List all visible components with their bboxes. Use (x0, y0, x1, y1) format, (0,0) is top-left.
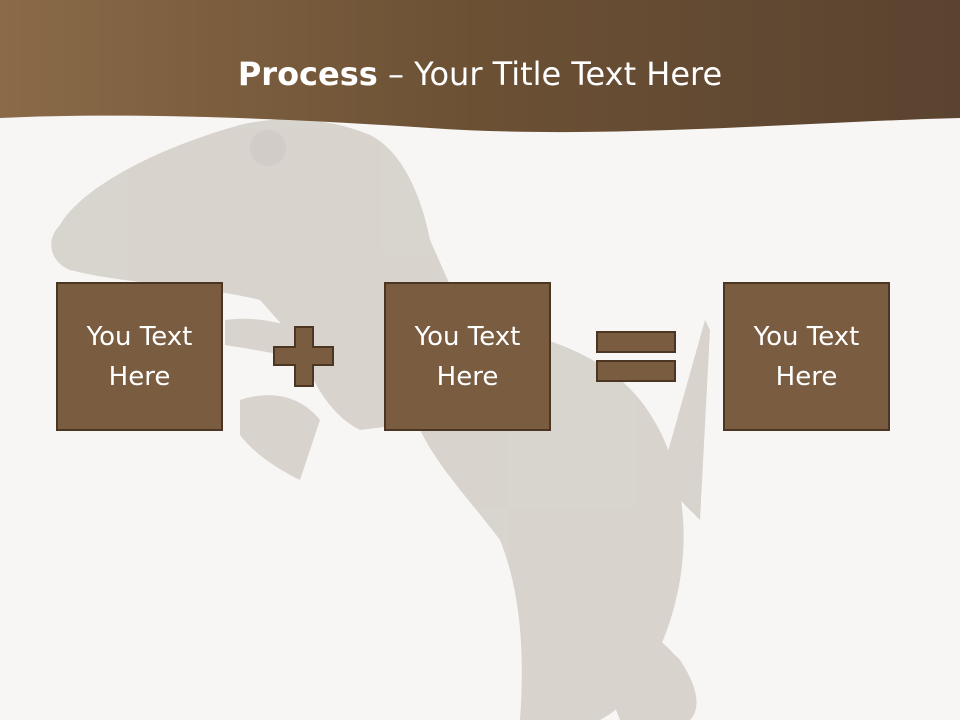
header-band (0, 0, 960, 133)
title-bold: Process (237, 55, 378, 93)
title-rest: – Your Title Text Here (377, 55, 723, 93)
process-box-3-line2: Here (775, 361, 838, 392)
process-box-3-line1: You Text (753, 321, 860, 352)
process-box-1-line2: Here (108, 361, 171, 392)
process-box-2-line1: You Text (414, 321, 521, 352)
process-box-3[interactable]: You Text Here (723, 282, 890, 431)
process-box-1-text: You Text Here (70, 317, 210, 397)
process-box-1-line1: You Text (86, 321, 193, 352)
slide-title: Process – Your Title Text Here (0, 50, 960, 98)
process-box-2-text: You Text Here (398, 317, 538, 397)
process-box-3-text: You Text Here (737, 317, 877, 397)
process-box-1[interactable]: You Text Here (56, 282, 223, 431)
process-box-2[interactable]: You Text Here (384, 282, 551, 431)
process-box-2-line2: Here (436, 361, 499, 392)
